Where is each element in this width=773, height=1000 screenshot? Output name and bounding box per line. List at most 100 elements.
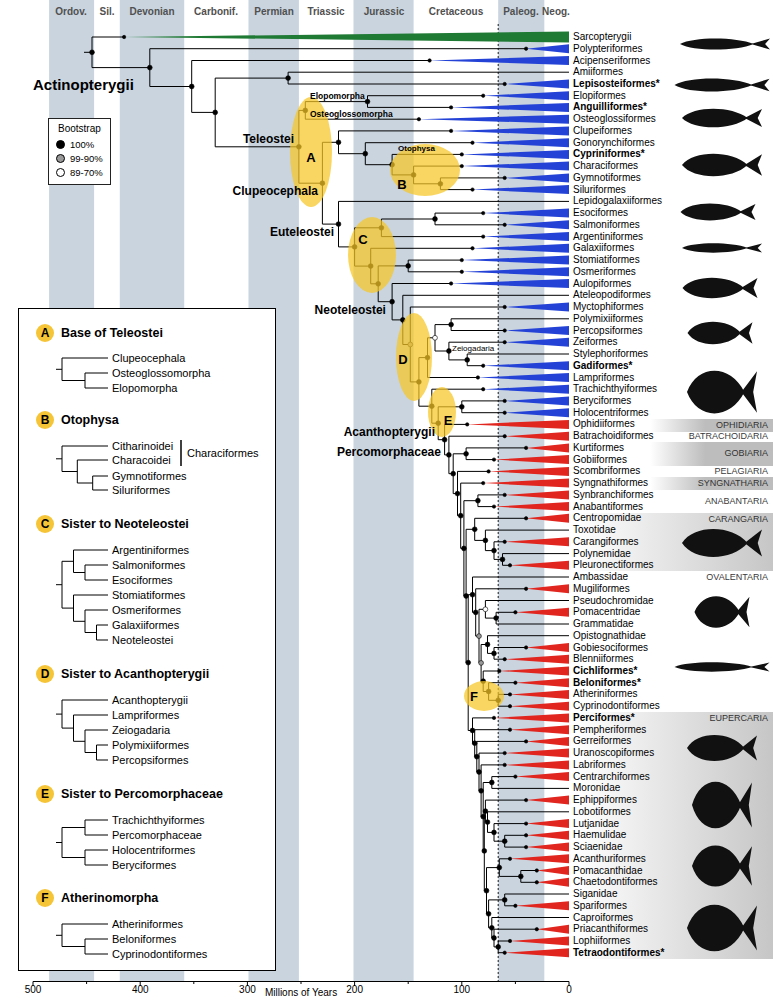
collapsed-clade xyxy=(510,702,569,711)
bootstrap-dot xyxy=(433,335,438,340)
bootstrap-dot xyxy=(508,564,511,567)
bootstrap-dot xyxy=(449,129,452,132)
inset-taxon: Galaxiiformes xyxy=(112,619,179,632)
taxon-label: Ephippiformes xyxy=(573,794,637,806)
bootstrap-dot xyxy=(518,874,523,879)
taxon-label: Ophidiiformes xyxy=(573,418,635,430)
clade-label: Euteleostei xyxy=(270,225,334,239)
axis-ticks xyxy=(33,982,569,987)
bootstrap-dot xyxy=(336,222,341,227)
bootstrap-dot xyxy=(460,258,463,261)
bootstrap-dot xyxy=(122,35,125,38)
taxon-label: Lepidogalaxiiformes xyxy=(573,195,662,207)
inset-taxon: Polymixiiformes xyxy=(112,739,189,752)
taxon-label: Percopsiformes xyxy=(573,325,642,337)
bootstrap-dot xyxy=(447,349,452,354)
inset-title: Sister to Percomorphaceae xyxy=(61,787,223,801)
group-name: GOBIARIA xyxy=(724,448,768,459)
taxon-label: Osteoglossiformes xyxy=(573,113,656,125)
bootstrap-dot xyxy=(459,404,464,409)
collapsed-clade xyxy=(505,338,569,347)
bootstrap-dot xyxy=(486,911,491,916)
bootstrap-dot xyxy=(477,634,482,639)
collapsed-clade xyxy=(430,56,569,65)
bootstrap-dot xyxy=(503,493,506,496)
collapsed-clade xyxy=(505,432,569,441)
bootstrap-dot xyxy=(514,681,517,684)
taxon-label: Caproiformes xyxy=(573,912,633,924)
inset-taxon: Stomiatiformes xyxy=(112,589,185,602)
bootstrap-dot xyxy=(484,888,489,893)
inset-taxon: Zeiogadaria xyxy=(112,724,170,737)
bootstrap-dot xyxy=(471,247,474,250)
collapsed-clade xyxy=(483,385,569,394)
bootstrap-dot xyxy=(477,770,482,775)
inset-taxon: Holocentriformes xyxy=(112,844,195,857)
highlight-ellipse: C xyxy=(348,217,396,293)
taxon-label: Uranoscopiformes xyxy=(573,747,654,759)
bootstrap-dot xyxy=(524,822,527,825)
collapsed-clade xyxy=(462,162,569,171)
fish-silhouette xyxy=(695,596,750,628)
highlight-ellipse: F xyxy=(464,681,504,711)
taxon-label: Trachichthyiformes xyxy=(573,383,657,395)
bootstrap-dot xyxy=(482,235,485,238)
collapsed-clade xyxy=(526,514,569,523)
bootstrap-dot xyxy=(489,780,494,785)
inset-trees xyxy=(56,358,108,954)
taxon-label: Pempheriformes xyxy=(573,724,646,736)
bootstrap-dot xyxy=(535,881,538,884)
period-label: Cretaceous xyxy=(429,6,483,18)
bootstrap-dot xyxy=(503,329,506,332)
clade-label: Osteoglossomorpha xyxy=(310,109,393,119)
bootstrap-dot xyxy=(213,110,218,115)
inset-taxon: Neoteleostei xyxy=(112,634,173,647)
bootstrap-dot xyxy=(482,388,485,391)
period-label: Jurassic xyxy=(364,6,405,18)
bootstrap-dot xyxy=(433,217,438,222)
collapsed-clade xyxy=(515,772,569,781)
bootstrap-dot xyxy=(502,839,507,844)
taxon-label: Characiformes xyxy=(573,160,638,172)
inset-tree-lines xyxy=(56,358,108,954)
taxon-label: Scombriformes xyxy=(573,465,640,477)
bootstrap-dot xyxy=(473,610,478,615)
inset-taxon: Siluriformes xyxy=(112,484,170,497)
collapsed-clade xyxy=(505,948,569,957)
collapsed-clade xyxy=(505,303,569,312)
tree-branches xyxy=(84,37,569,953)
bootstrap-dot xyxy=(476,376,479,379)
inset-heading: BOtophysa xyxy=(36,411,119,429)
bootstrap-dot xyxy=(466,423,469,426)
collapsed-clade xyxy=(510,937,569,946)
bootstrap-dot xyxy=(524,517,527,520)
inset-heading: ESister to Percomorphaceae xyxy=(36,785,223,803)
taxon-label: Cichliformes* xyxy=(573,665,637,677)
fish-silhouette xyxy=(688,322,753,344)
bootstrap-dot xyxy=(503,435,506,438)
taxon-label: Centrarchiformes xyxy=(573,771,650,783)
period-label: Sil. xyxy=(100,6,115,18)
bootstrap-dot xyxy=(485,820,490,825)
inset-taxon: Characoidei xyxy=(112,454,171,467)
bootstrap-dot xyxy=(489,925,494,930)
fish-silhouette xyxy=(683,278,758,298)
bootstrap-dot xyxy=(524,740,527,743)
taxon-label: Clupeiformes xyxy=(573,125,632,137)
taxon-label: Syngnathiformes xyxy=(573,477,648,489)
inset-taxon: Cyprinodontiformes xyxy=(112,948,207,961)
legend-swatch xyxy=(56,140,65,149)
collapsed-clade xyxy=(462,267,569,276)
bootstrap-dot xyxy=(470,592,475,597)
axis-number: 500 xyxy=(25,984,42,996)
bootstrap-dot xyxy=(442,437,447,442)
inset-heading: FAtherinomorpha xyxy=(36,889,158,907)
bootstrap-dot xyxy=(492,458,495,461)
period-label: Carbonif. xyxy=(194,6,238,18)
collapsed-clade xyxy=(505,173,569,182)
taxon-label: Aulopiformes xyxy=(573,278,631,290)
taxon-label: Labriformes xyxy=(573,759,626,771)
taxon-label: Spariformes xyxy=(573,900,627,912)
taxon-label: Lepisosteiformes* xyxy=(573,78,660,90)
bootstrap-dot xyxy=(535,928,538,931)
